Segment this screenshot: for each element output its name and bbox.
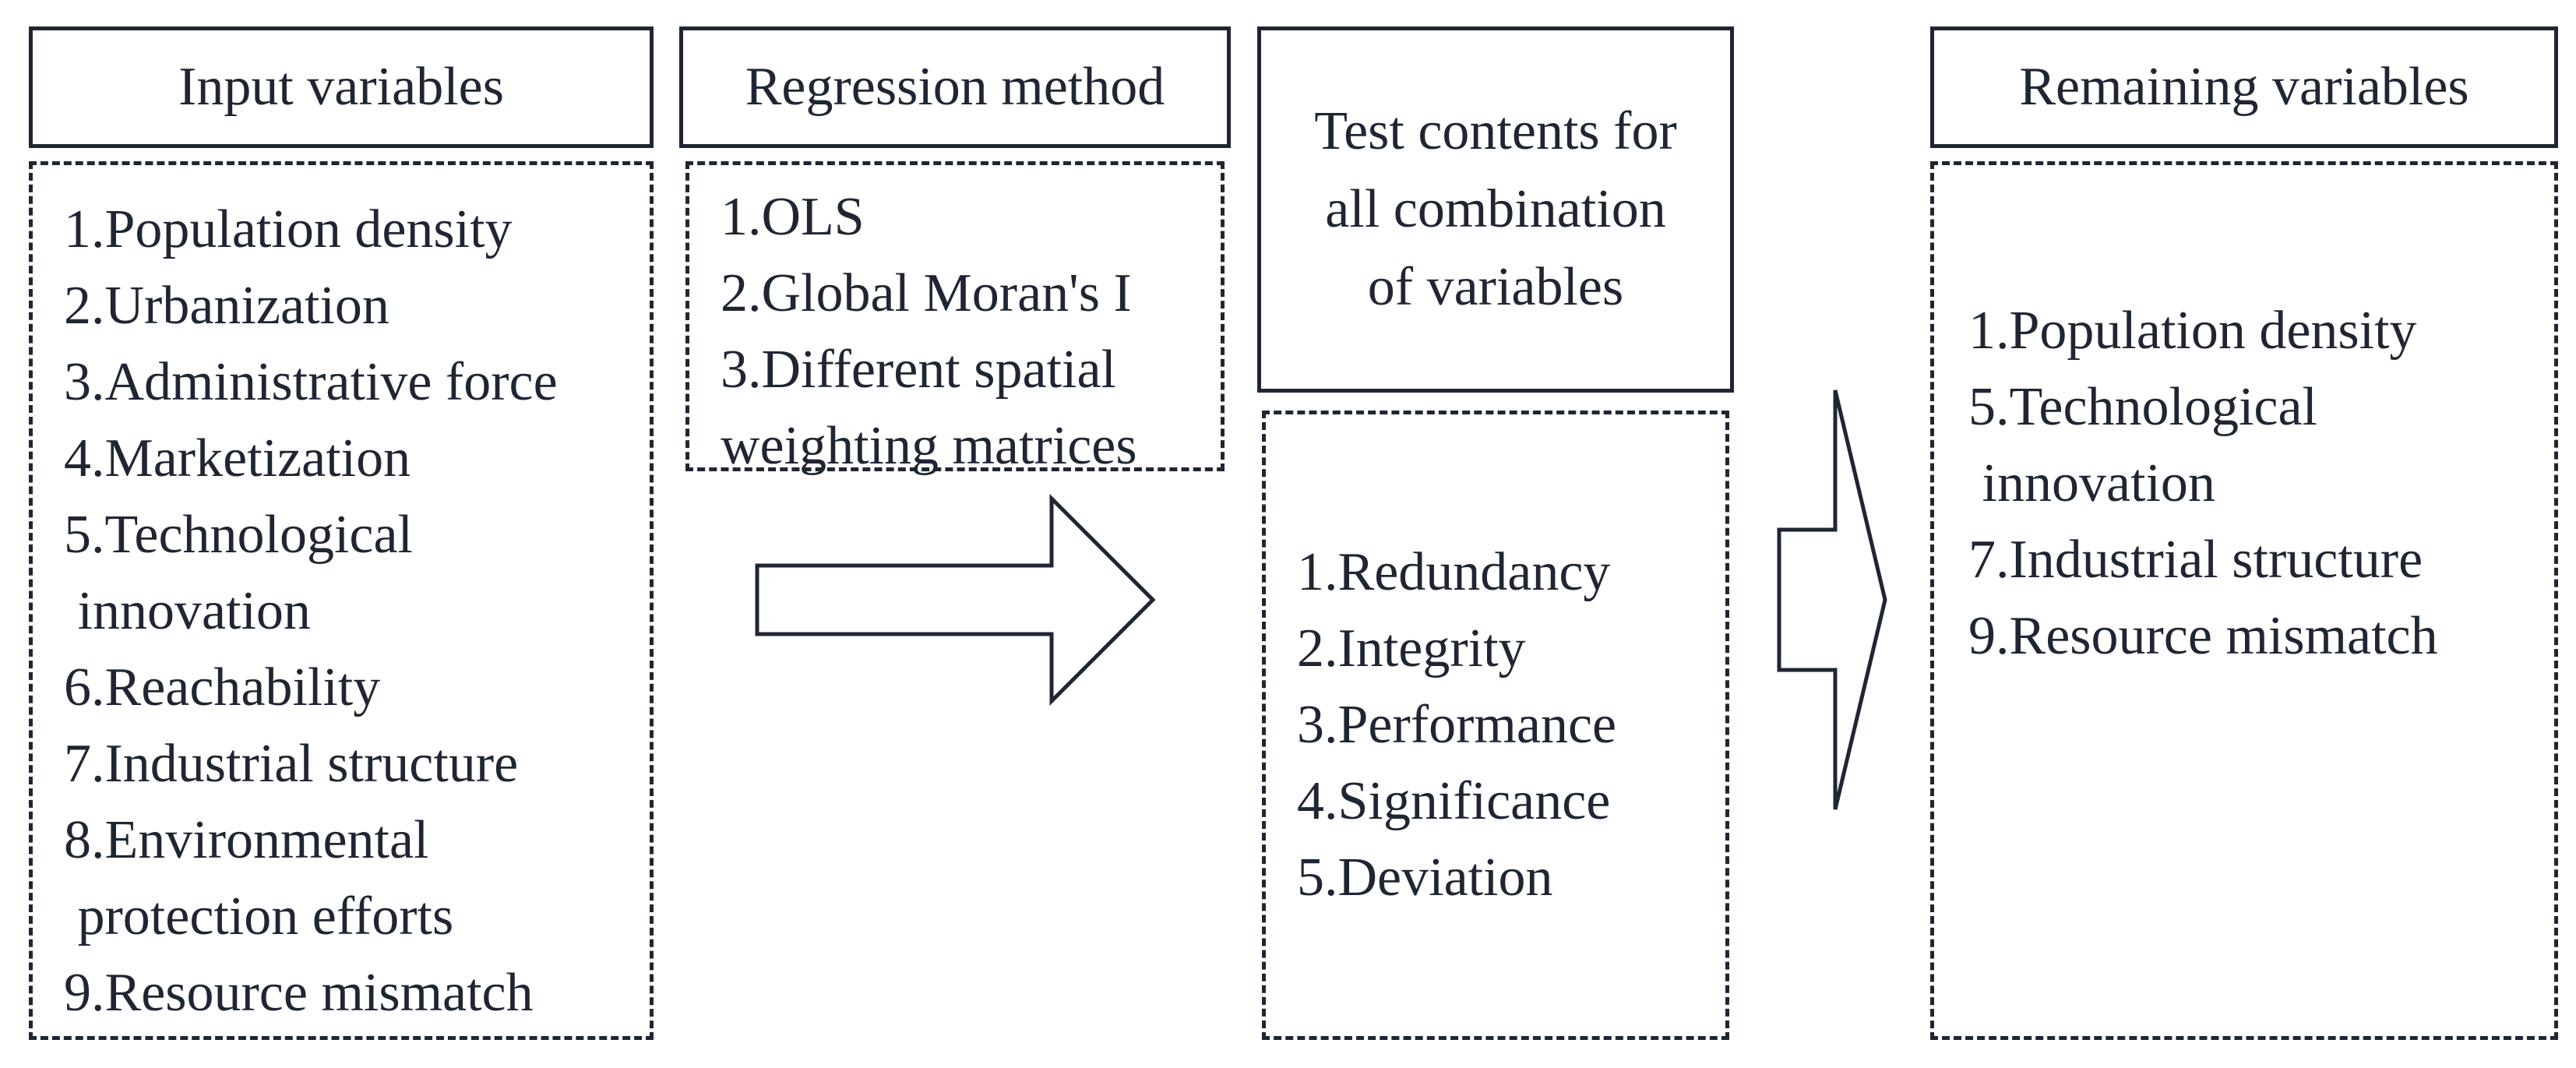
- test-contents-list: 1.Redundancy 2.Integrity 3.Performance 4…: [1262, 411, 1729, 1040]
- test-contents-title-line: of variables: [1367, 257, 1624, 317]
- list-item: 1.Population density: [64, 199, 513, 259]
- list-item: 7.Industrial structure: [1968, 530, 2423, 590]
- right-arrow-icon: [1777, 389, 1887, 810]
- list-item: protection efforts: [64, 886, 454, 946]
- test-contents-title-line: all combination: [1325, 179, 1666, 239]
- list-item: 9.Resource mismatch: [64, 963, 534, 1023]
- list-item: 5.Deviation: [1297, 848, 1553, 908]
- list-item: 5.Technological: [64, 505, 413, 565]
- list-item: 9.Resource mismatch: [1968, 606, 2438, 666]
- test-contents-title-line: Test contents for: [1314, 101, 1677, 161]
- list-item: 2.Global Moran's I: [721, 263, 1132, 323]
- list-item: 4.Marketization: [64, 428, 411, 488]
- list-item: 4.Significance: [1297, 771, 1611, 831]
- list-item: weighting matrices: [721, 416, 1137, 476]
- regression-method-list: 1.OLS 2.Global Moran's I 3.Different spa…: [685, 161, 1225, 476]
- list-item: 2.Integrity: [1297, 619, 1526, 679]
- remaining-variables-list: 1.Population density 5.Technological inn…: [1930, 161, 2558, 1040]
- list-item: 1.Redundancy: [1297, 542, 1611, 602]
- test-contents-header: Test contents for all combination of var…: [1257, 26, 1734, 393]
- list-item: 5.Technological: [1968, 377, 2317, 437]
- input-variables-list: 1.Population density 2.Urbanization 3.Ad…: [29, 161, 654, 1040]
- list-item: 1.OLS: [721, 187, 865, 247]
- list-item: 6.Reachability: [64, 657, 381, 717]
- input-variables-title: Input variables: [178, 57, 504, 117]
- remaining-variables-header: Remaining variables: [1930, 26, 2558, 148]
- remaining-variables-title: Remaining variables: [2019, 57, 2469, 117]
- list-item: 3.Performance: [1297, 695, 1617, 755]
- list-item: 8.Environmental: [64, 810, 429, 870]
- list-item: innovation: [64, 581, 311, 641]
- list-item: 2.Urbanization: [64, 276, 389, 336]
- regression-method-title: Regression method: [745, 57, 1165, 117]
- list-item: 7.Industrial structure: [64, 734, 519, 794]
- list-item: 1.Population density: [1968, 301, 2417, 361]
- list-item: 3.Different spatial: [721, 340, 1116, 400]
- list-item: 3.Administrative force: [64, 352, 558, 412]
- input-variables-header: Input variables: [29, 26, 654, 148]
- regression-method-header: Regression method: [679, 26, 1231, 148]
- list-item: innovation: [1968, 453, 2215, 513]
- right-arrow-icon: [755, 493, 1156, 707]
